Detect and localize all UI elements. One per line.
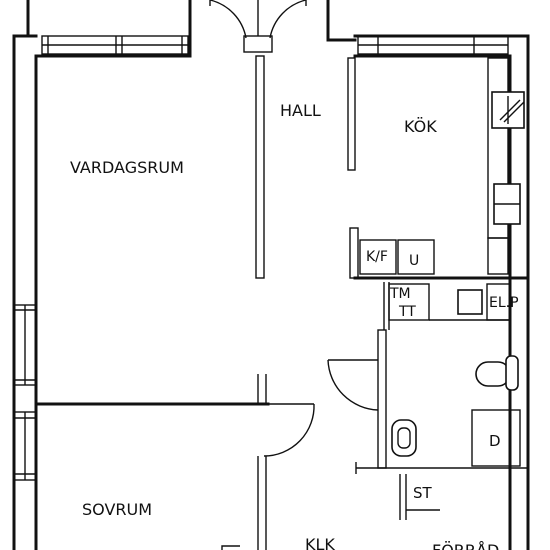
label-st: ST xyxy=(413,484,433,502)
label-vardagsrum: VARDAGSRUM xyxy=(70,158,184,177)
label-u: U xyxy=(409,253,419,269)
windows xyxy=(13,35,509,481)
label-kok: KÖK xyxy=(404,117,437,136)
room-labels: HALL KÖK VARDAGSRUM K/F U TM TT EL.P D S… xyxy=(70,101,519,550)
label-tt: TT xyxy=(398,304,416,320)
label-sovrum: SOVRUM xyxy=(82,500,152,519)
fixtures xyxy=(391,57,525,467)
label-elp: EL.P xyxy=(489,295,519,311)
label-forrad: FÖRRÅD xyxy=(432,541,499,550)
label-d: D xyxy=(489,432,501,450)
entrance-door xyxy=(209,0,307,53)
label-hall: HALL xyxy=(280,101,321,120)
label-tm: TM xyxy=(389,286,411,302)
label-klk: KLK xyxy=(305,535,335,550)
interior-walls xyxy=(34,55,530,550)
label-kf: K/F xyxy=(366,249,388,265)
